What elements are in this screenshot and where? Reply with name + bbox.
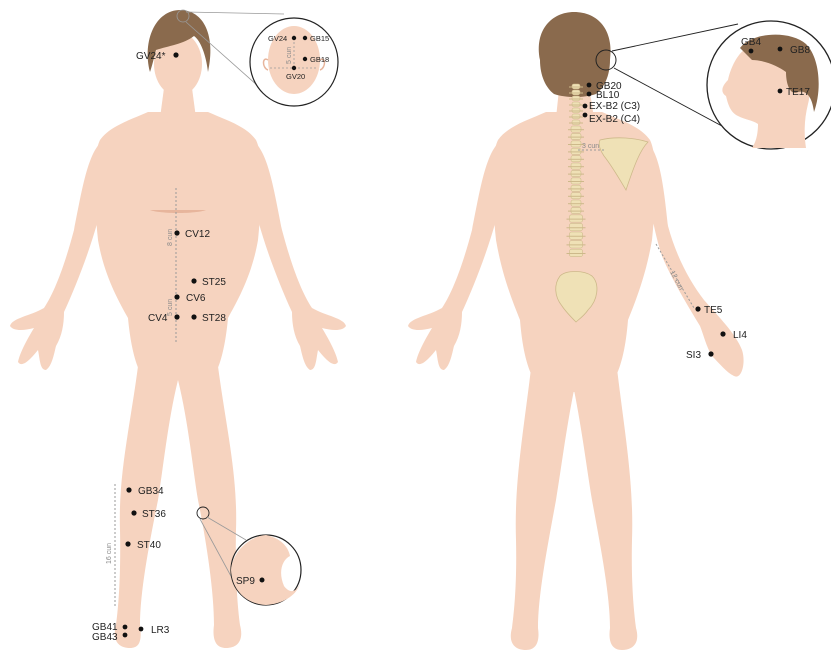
point-cv4: [174, 314, 179, 319]
point-gb4: [749, 49, 754, 54]
point-gb41: [123, 625, 128, 630]
point-gb18: [303, 57, 307, 61]
point-gb15: [303, 36, 307, 40]
label-te5: TE5: [704, 305, 723, 316]
vertebra: [572, 102, 580, 107]
label-gb34: GB34: [138, 486, 164, 497]
point-te5: [695, 306, 700, 311]
label-exb2-c3: EX-B2 (C3): [589, 101, 640, 112]
point-sp9: [260, 578, 265, 583]
vertebra: [571, 148, 581, 154]
label-st40: ST40: [137, 540, 161, 551]
vertebra: [572, 96, 580, 101]
point-gb43: [123, 633, 128, 638]
vertebra: [571, 178, 581, 184]
label-st25: ST25: [202, 277, 226, 288]
point-st28: [191, 314, 196, 319]
vertebra: [572, 108, 580, 113]
label-gv24-star: GV24*: [136, 51, 166, 62]
label-st28: ST28: [202, 313, 226, 324]
label-gb43: GB43: [92, 632, 118, 643]
vertebra: [572, 120, 580, 125]
back-figure: [408, 12, 744, 650]
label-gb4: GB4: [741, 37, 761, 48]
vertebra: [571, 141, 581, 147]
label-gb8: GB8: [790, 45, 810, 56]
point-cv12: [174, 230, 179, 235]
point-cv6: [174, 294, 179, 299]
label-te17: TE17: [786, 87, 810, 98]
back-right-arm: [644, 140, 744, 377]
front-right-arm: [248, 140, 346, 370]
front-left-arm: [10, 140, 108, 370]
measure-torso-lower: 5 cun: [167, 299, 174, 316]
front-torso: [95, 112, 262, 372]
vertebra: [572, 90, 580, 95]
point-gb34: [126, 487, 131, 492]
vertebra: [571, 126, 581, 132]
vertebra: [571, 170, 581, 176]
point-te17: [778, 89, 783, 94]
vertebra: [570, 249, 583, 256]
label-gb18: GB18: [310, 55, 329, 64]
label-lr3: LR3: [151, 625, 170, 636]
vertebra: [572, 84, 580, 89]
label-bl10: BL10: [596, 90, 620, 101]
label-cv12: CV12: [185, 229, 210, 240]
measure-torso-upper: 8 cun: [167, 229, 174, 246]
point-gb8: [778, 47, 783, 52]
point-st25: [191, 278, 196, 283]
vertebra: [570, 223, 583, 230]
point-exb2-c3: [583, 104, 588, 109]
vertebra: [571, 156, 581, 162]
back-legs: [511, 360, 637, 650]
measure-shoulder: 3 cun: [582, 143, 599, 150]
label-li4: LI4: [733, 330, 747, 341]
point-gv24-star: [173, 52, 178, 57]
point-bl10: [587, 92, 592, 97]
point-gb20: [587, 83, 592, 88]
vertebra: [570, 232, 583, 239]
vertebra: [571, 133, 581, 139]
label-st36: ST36: [142, 509, 166, 520]
label-gb15: GB15: [310, 34, 329, 43]
label-exb2-c4: EX-B2 (C4): [589, 114, 640, 125]
label-si3: SI3: [686, 350, 701, 361]
vertebra: [570, 241, 583, 248]
vertebra: [570, 215, 583, 222]
point-gv20: [292, 66, 296, 70]
point-lr3: [139, 627, 144, 632]
point-li4: [720, 331, 725, 336]
vertebra: [571, 163, 581, 169]
point-st36: [131, 510, 136, 515]
label-sp9: SP9: [236, 576, 255, 587]
back-left-arm: [408, 140, 506, 370]
front-legs: [115, 350, 241, 648]
point-exb2-c4: [583, 113, 588, 118]
label-gv20: GV20: [286, 72, 305, 81]
label-cv6: CV6: [186, 293, 206, 304]
label-gv24: GV24: [268, 34, 287, 43]
point-st40: [125, 541, 130, 546]
vertebra: [571, 185, 581, 191]
vertebra: [571, 200, 581, 206]
vertebra: [571, 193, 581, 199]
label-cv4: CV4: [148, 313, 168, 324]
head-inset-measure: 5 cun: [286, 47, 293, 64]
point-si3: [708, 351, 713, 356]
point-gv24: [292, 36, 296, 40]
measure-leg: 16 cun: [106, 543, 113, 564]
vertebra: [572, 114, 580, 119]
vertebra: [571, 207, 581, 213]
inset-connector: [186, 12, 284, 14]
